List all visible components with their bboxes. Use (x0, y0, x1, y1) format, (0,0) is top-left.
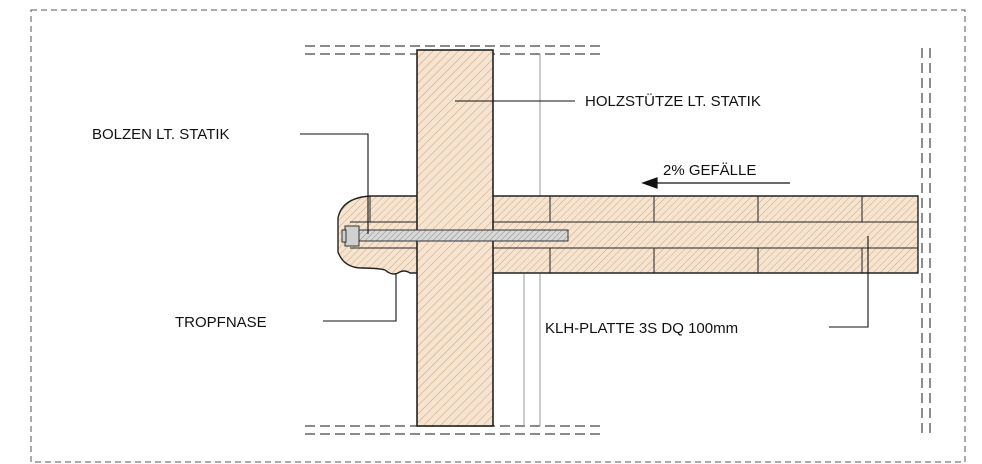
leader-bolzen (300, 133, 369, 234)
label-bolzen: BOLZEN LT. STATIK (92, 126, 230, 143)
label-klh: KLH-PLATTE 3S DQ 100mm (545, 320, 738, 337)
label-holzstuetze: HOLZSTÜTZE LT. STATIK (585, 92, 761, 110)
label-gefaelle: 2% GEFÄLLE (663, 162, 756, 179)
bolt (341, 225, 569, 247)
wall-line-right (921, 48, 931, 436)
slab-line-bottom (305, 425, 605, 435)
slope-arrow (641, 177, 790, 189)
drawing-frame (30, 9, 966, 463)
leader-tropfnase (323, 273, 397, 322)
label-tropfnase: TROPFNASE (175, 314, 267, 331)
klh-board-joints (369, 196, 863, 273)
leader-klh (829, 236, 869, 328)
